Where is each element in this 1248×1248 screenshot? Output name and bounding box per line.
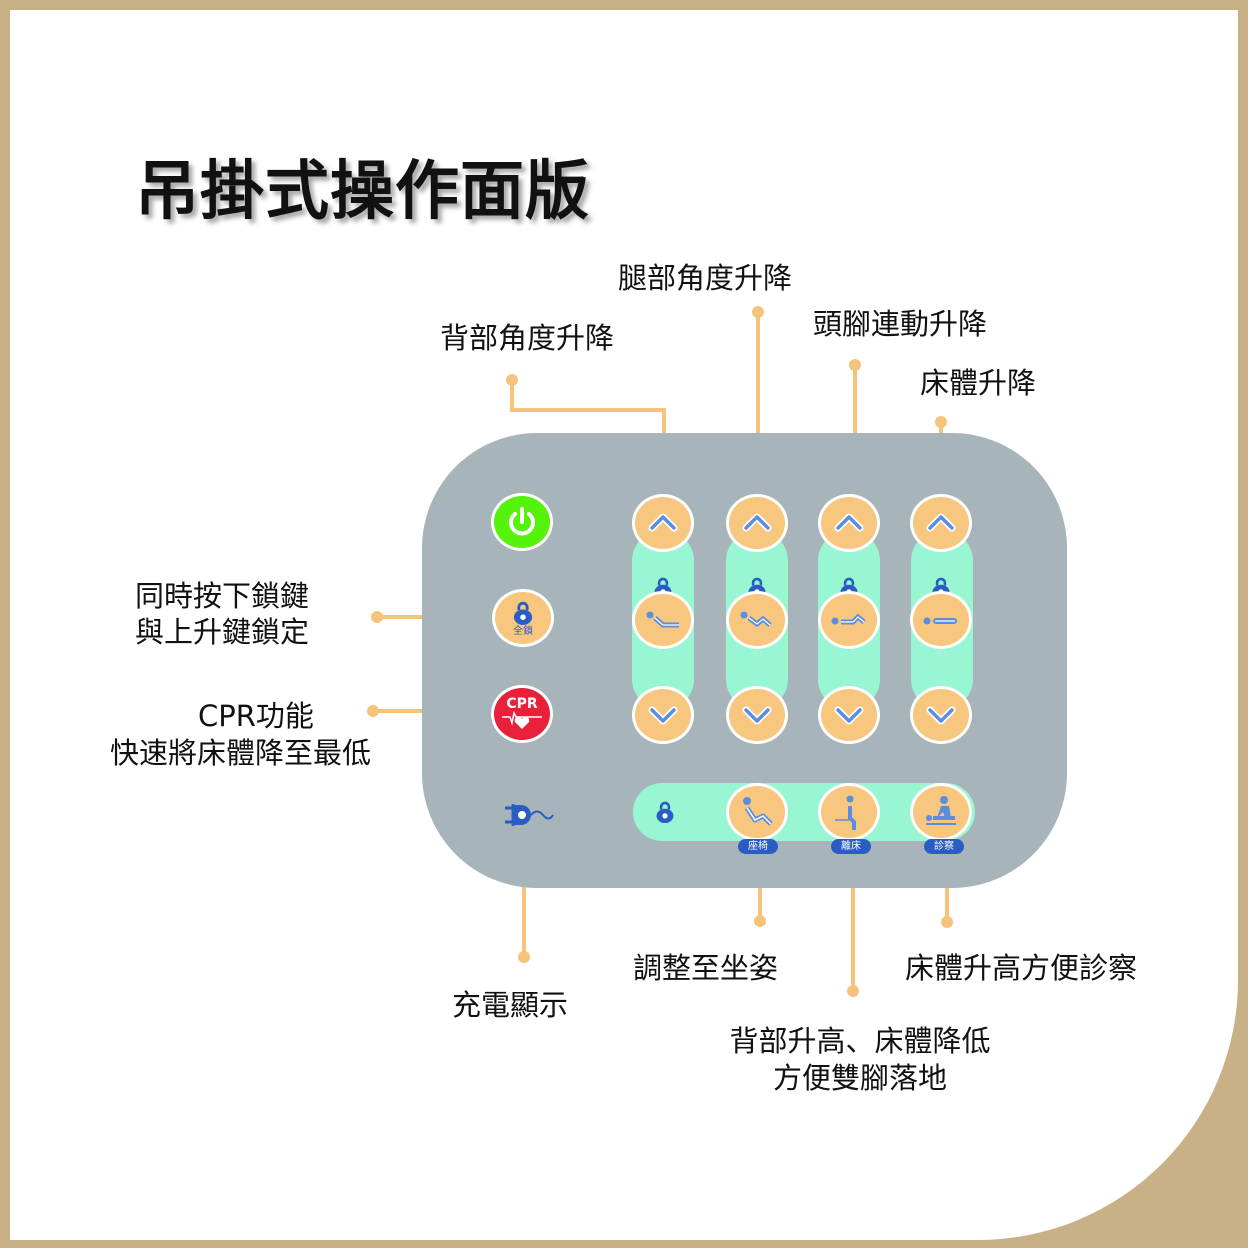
label-bed-height: 床體升降: [920, 366, 1037, 400]
chevron-down-icon: [742, 706, 772, 725]
lock-icon: [513, 601, 533, 625]
charging-plug-icon: [505, 804, 554, 826]
seat-badge: 座椅: [738, 839, 778, 854]
label-sit: 調整至坐姿: [633, 951, 779, 985]
leg-up-button[interactable]: [726, 494, 788, 552]
headfoot-up-button[interactable]: [818, 494, 880, 552]
exit-bed-button[interactable]: [818, 783, 880, 841]
label-exit-2: 方便雙腳落地: [772, 1061, 947, 1095]
back-up-button[interactable]: [632, 494, 694, 552]
chevron-down-icon: [834, 706, 864, 725]
height-up-button[interactable]: [910, 494, 972, 552]
seated-person-icon: [743, 797, 773, 826]
chevron-down-icon: [648, 706, 678, 725]
height-position-button[interactable]: [910, 591, 972, 649]
heart-icon: [502, 711, 542, 729]
leg-position-button[interactable]: [726, 591, 788, 649]
label-exam: 床體升高方便診察: [905, 951, 1138, 985]
label-lock-2: 與上升鍵鎖定: [135, 615, 310, 649]
height-down-button[interactable]: [910, 686, 972, 744]
lock-all-label: 全鎖: [513, 626, 533, 637]
leg-down-button[interactable]: [726, 686, 788, 744]
chevron-up-icon: [648, 513, 678, 532]
label-leg-angle: 腿部角度升降: [618, 261, 793, 295]
chevron-down-icon: [926, 706, 956, 725]
seat-position-button[interactable]: [726, 783, 788, 841]
exam-badge: 診察: [924, 839, 964, 854]
cpr-button[interactable]: CPR: [491, 685, 553, 743]
exit-bed-badge: 離床: [831, 839, 871, 854]
page-title: 吊掛式操作面版: [135, 155, 590, 229]
label-lock-1: 同時按下鎖鍵: [135, 579, 310, 613]
examination-icon: [926, 796, 956, 825]
chevron-up-icon: [742, 513, 772, 532]
label-charge: 充電顯示: [452, 988, 569, 1022]
chevron-up-icon: [926, 513, 956, 532]
cpr-label: CPR: [506, 696, 538, 712]
power-button[interactable]: [491, 493, 553, 551]
lock-all-button[interactable]: 全鎖: [492, 589, 554, 647]
bed-position-icon: [831, 613, 866, 625]
headfoot-down-button[interactable]: [818, 686, 880, 744]
exam-position-button[interactable]: [910, 783, 972, 841]
chevron-up-icon: [834, 513, 864, 532]
standing-person-icon: [835, 795, 856, 830]
label-cpr-2: 快速將床體降至最低: [110, 736, 372, 770]
power-icon: [509, 507, 535, 536]
label-head-foot: 頭腳連動升降: [813, 307, 988, 341]
bed-position-icon: [740, 611, 772, 628]
bed-position-icon: [646, 611, 679, 628]
bed-position-icon: [923, 617, 957, 625]
back-down-button[interactable]: [632, 686, 694, 744]
label-cpr-1: CPR功能: [198, 699, 314, 733]
back-position-button[interactable]: [632, 591, 694, 649]
headfoot-position-button[interactable]: [818, 591, 880, 649]
label-exit-1: 背部升高、床體降低: [729, 1024, 991, 1058]
label-back-angle: 背部角度升降: [440, 321, 615, 355]
preset-lock-icon: [656, 801, 674, 824]
